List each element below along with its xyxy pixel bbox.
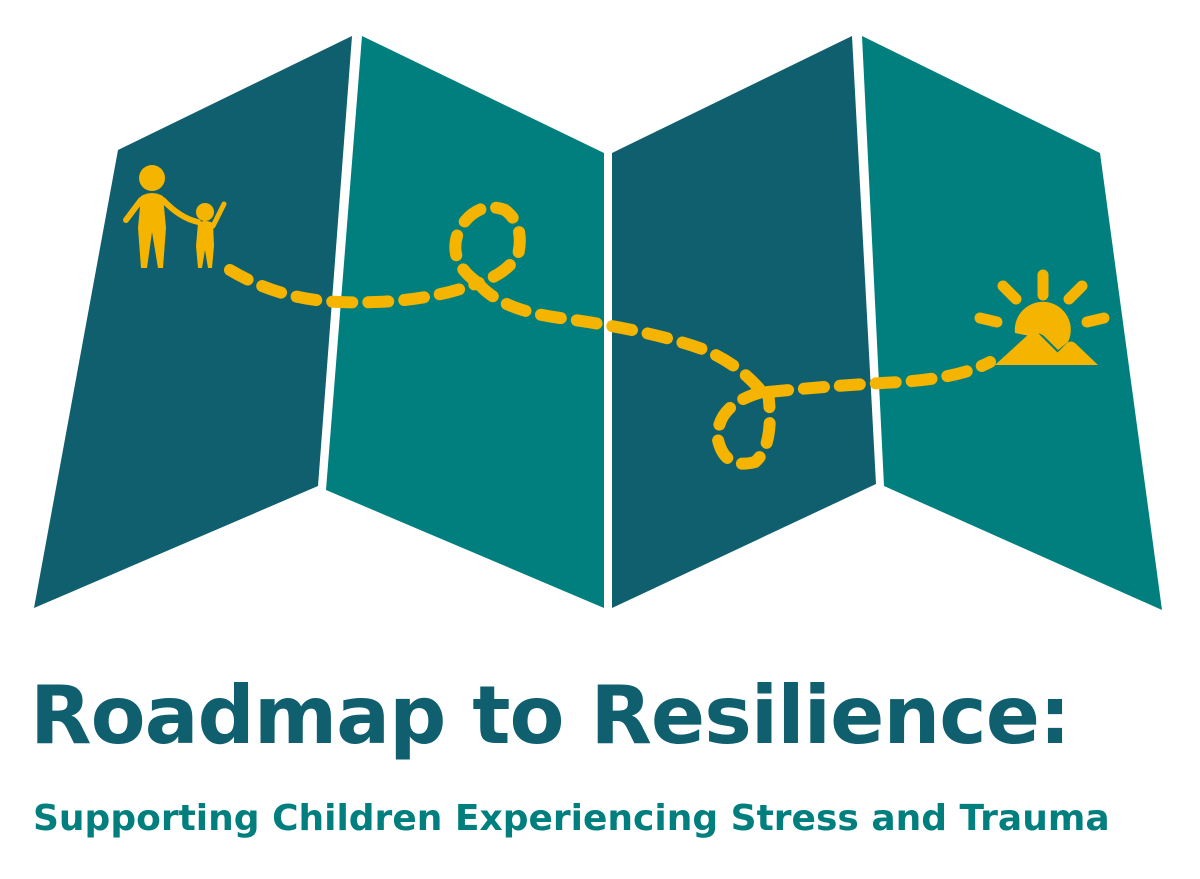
map-panel-3 (612, 36, 876, 608)
sun-over-mountains-icon (974, 269, 1110, 365)
logo-subtitle: Supporting Children Experiencing Stress … (33, 798, 1110, 839)
dashed-path-icon (224, 201, 996, 470)
map-panel-4 (862, 36, 1162, 610)
folded-map-illustration (34, 36, 1162, 610)
logo-title: Roadmap to Resilience: (30, 669, 1071, 762)
adult-and-child-icon (123, 165, 227, 268)
map-panel-2 (326, 36, 604, 608)
map-panel-1 (34, 36, 352, 608)
